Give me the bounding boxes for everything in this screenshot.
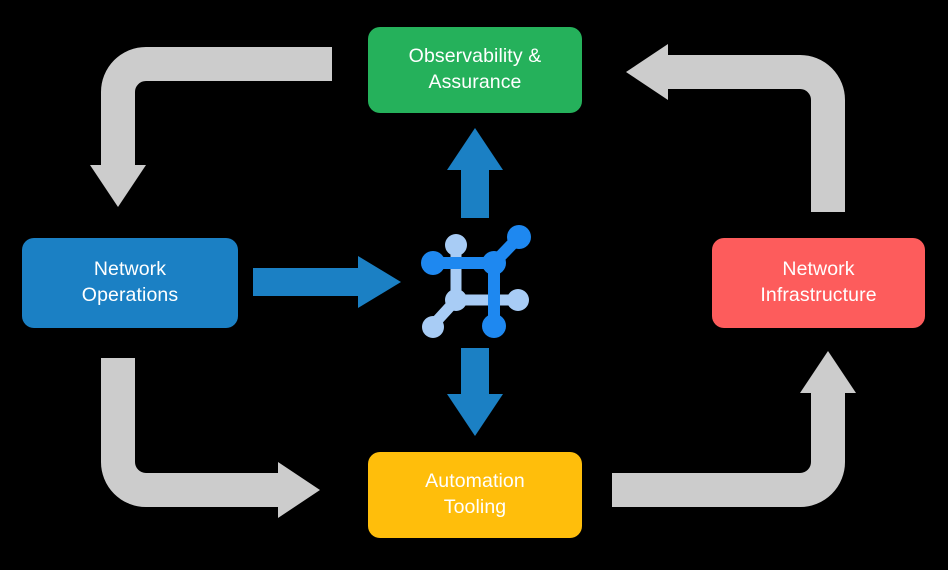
network-topology-icon: [421, 225, 531, 338]
connector-observability-to-ops: [90, 47, 332, 207]
connector-hub-to-automation: [447, 348, 503, 436]
connector-ops-to-automation: [101, 358, 320, 518]
connector-infra-to-observability: [626, 44, 845, 212]
connector-ops-to-hub: [253, 256, 401, 308]
connector-hub-to-observability: [447, 128, 503, 218]
connector-automation-to-infra: [612, 351, 856, 507]
